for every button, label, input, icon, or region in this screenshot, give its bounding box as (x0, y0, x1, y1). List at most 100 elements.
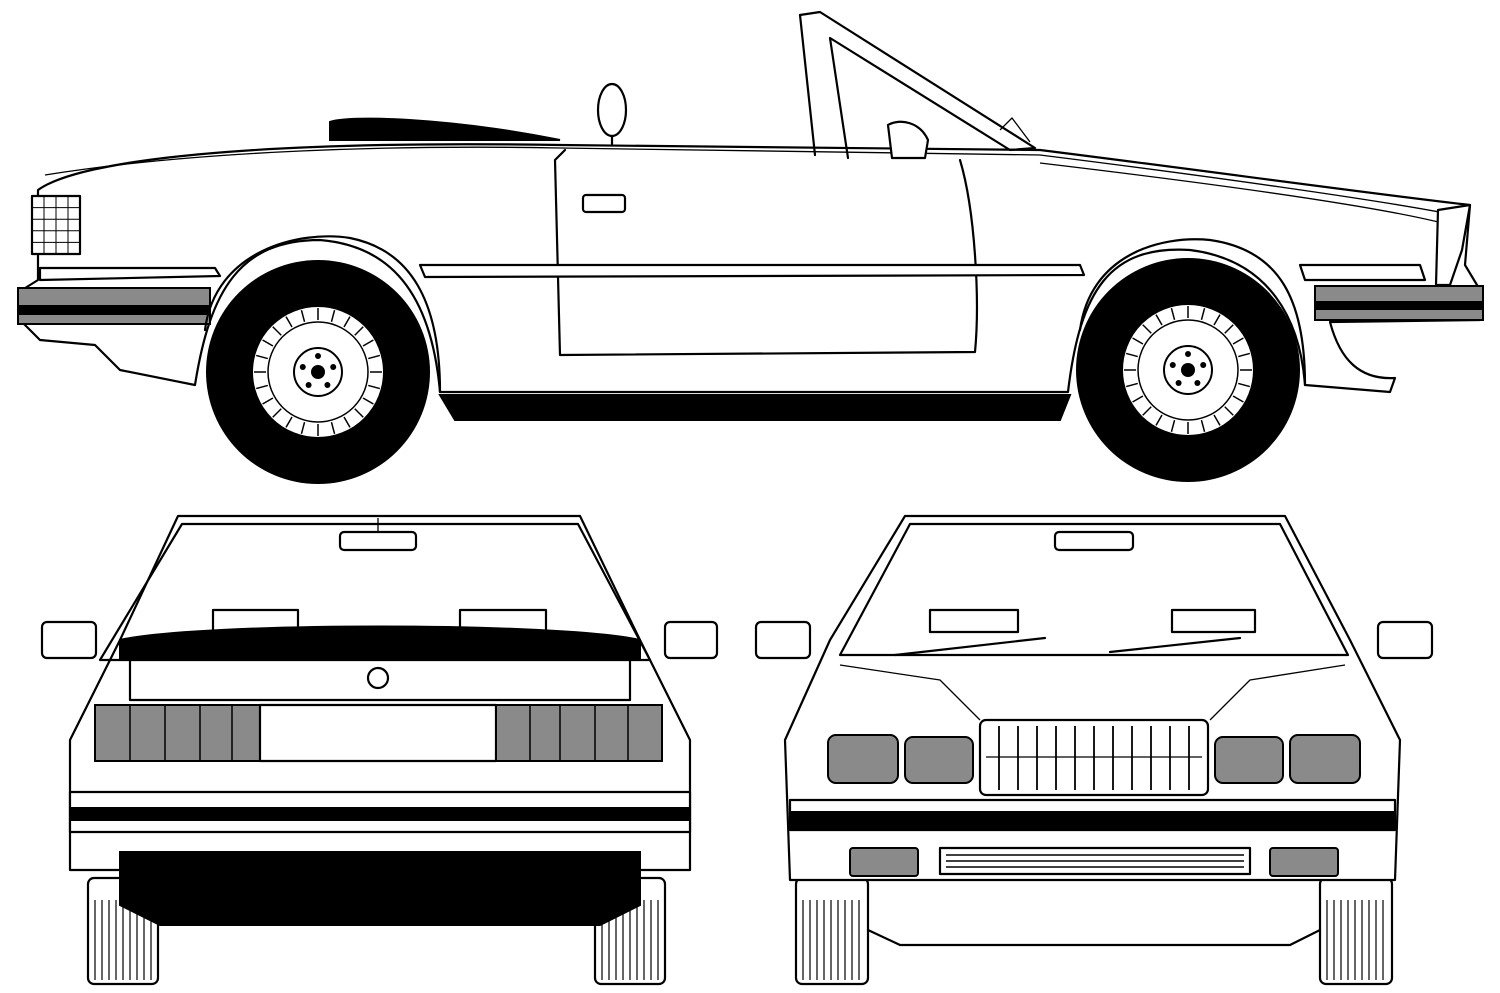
door-outline (553, 148, 978, 357)
tail-light-segments (129, 705, 629, 761)
lug-nut (324, 381, 331, 388)
rear-view (40, 514, 719, 986)
rim-slot (1170, 307, 1176, 320)
rear-view-bumper-band (69, 807, 691, 821)
rim-slot (362, 397, 374, 405)
windshield-wiper (999, 117, 1031, 143)
rim-slot (1170, 420, 1176, 433)
rim-slot (330, 422, 336, 435)
rear-view-folded-top (119, 625, 641, 661)
rim-slot (262, 397, 274, 405)
lug-nut (1185, 351, 1191, 357)
windshield-pillar (798, 13, 817, 157)
rim-slot (1142, 324, 1152, 334)
rear-wheel-arch (203, 235, 442, 394)
rim-slot (354, 408, 364, 418)
side-rub-strip-door (418, 263, 1086, 279)
rear-wheel (206, 260, 430, 484)
hub-emblem (1181, 363, 1195, 377)
lug-nut (305, 381, 312, 388)
seat-headrest (886, 120, 930, 160)
rim-slot (1232, 395, 1244, 403)
side-rub-strip-front (1298, 263, 1427, 282)
headlight-outer-right (1289, 734, 1361, 784)
rim-slot (1125, 352, 1138, 358)
rim-slot (343, 316, 351, 328)
rear-view-windscreen (98, 522, 652, 662)
rim-slot (1132, 337, 1144, 345)
lug-nut (1194, 379, 1201, 386)
front-view-headrest-right (1170, 608, 1257, 634)
rim-slot (1224, 406, 1234, 416)
front-corner-light (1434, 203, 1472, 287)
rim-slot (1155, 314, 1163, 326)
front-view-side-mirror-right (1376, 620, 1434, 660)
rim-slot (1238, 352, 1251, 358)
rim-slot (1125, 382, 1138, 388)
rim-slot (1200, 307, 1206, 320)
side-mirror (596, 82, 628, 138)
tail-light-right (495, 704, 663, 762)
rim-slot (255, 384, 268, 390)
hood-lines (839, 664, 1346, 721)
front-view-headrest-left (928, 608, 1020, 634)
rim-slot (1238, 382, 1251, 388)
lug-nut (330, 364, 337, 371)
rim-slot (330, 309, 336, 322)
rim-inner-ring (267, 321, 369, 423)
rear-view-mirror (338, 530, 418, 552)
rim-slot (285, 316, 293, 328)
rim-slot (300, 422, 306, 435)
rim-slot (255, 354, 268, 360)
headlight-outer-left (827, 734, 899, 784)
rear-view-side-mirror-left (40, 620, 98, 660)
rim-slot (362, 339, 374, 347)
rim-slot (343, 416, 351, 428)
front-view-tire-left (794, 876, 870, 986)
lower-intake-slats (946, 854, 1244, 868)
front-view-body (783, 514, 1402, 882)
front-view-side-mirror-left (754, 620, 812, 660)
rim-slot (272, 408, 282, 418)
rim-slot (300, 309, 306, 322)
trunk-lid (128, 658, 632, 702)
rim-slot (1213, 414, 1221, 426)
side-tail-light-grid (32, 196, 80, 254)
rim-slot (262, 339, 274, 347)
lug-nut (1169, 362, 1176, 369)
front-view-windscreen (838, 522, 1350, 657)
rim-inner-ring (1137, 319, 1239, 421)
license-plate-area (258, 703, 498, 763)
lug-nut (299, 364, 306, 371)
rim-slot (368, 384, 381, 390)
front-view-tire-treads (802, 900, 1384, 980)
tail-light-left (94, 704, 261, 762)
fog-light-right (1269, 847, 1339, 877)
rim-slot (354, 326, 364, 336)
windshield-frame (798, 10, 1037, 160)
front-view-bumper-band (789, 811, 1396, 829)
front-bumper-band (1314, 301, 1484, 310)
rim-slot (368, 354, 381, 360)
fog-light-left (849, 847, 919, 877)
rear-view-underbody (119, 851, 641, 926)
rear-view-side-mirror-right (663, 620, 719, 660)
front-view (754, 514, 1434, 986)
rim-slot (1213, 314, 1221, 326)
side-view (17, 10, 1484, 484)
lug-nut (315, 353, 321, 359)
rim-slot (1132, 395, 1144, 403)
rim-slot (1232, 337, 1244, 345)
front-view-mirror (1053, 530, 1135, 552)
rim-slot (1224, 324, 1234, 334)
headlight-inner-right (1214, 736, 1284, 784)
front-suspension (866, 928, 1322, 947)
front-view-wipers (893, 636, 1242, 657)
side-rub-strip-rear (38, 266, 222, 282)
side-belt-line (44, 146, 1456, 216)
rear-bumper-band (17, 305, 211, 315)
rim-slot (272, 326, 282, 336)
folded-top (329, 117, 561, 141)
